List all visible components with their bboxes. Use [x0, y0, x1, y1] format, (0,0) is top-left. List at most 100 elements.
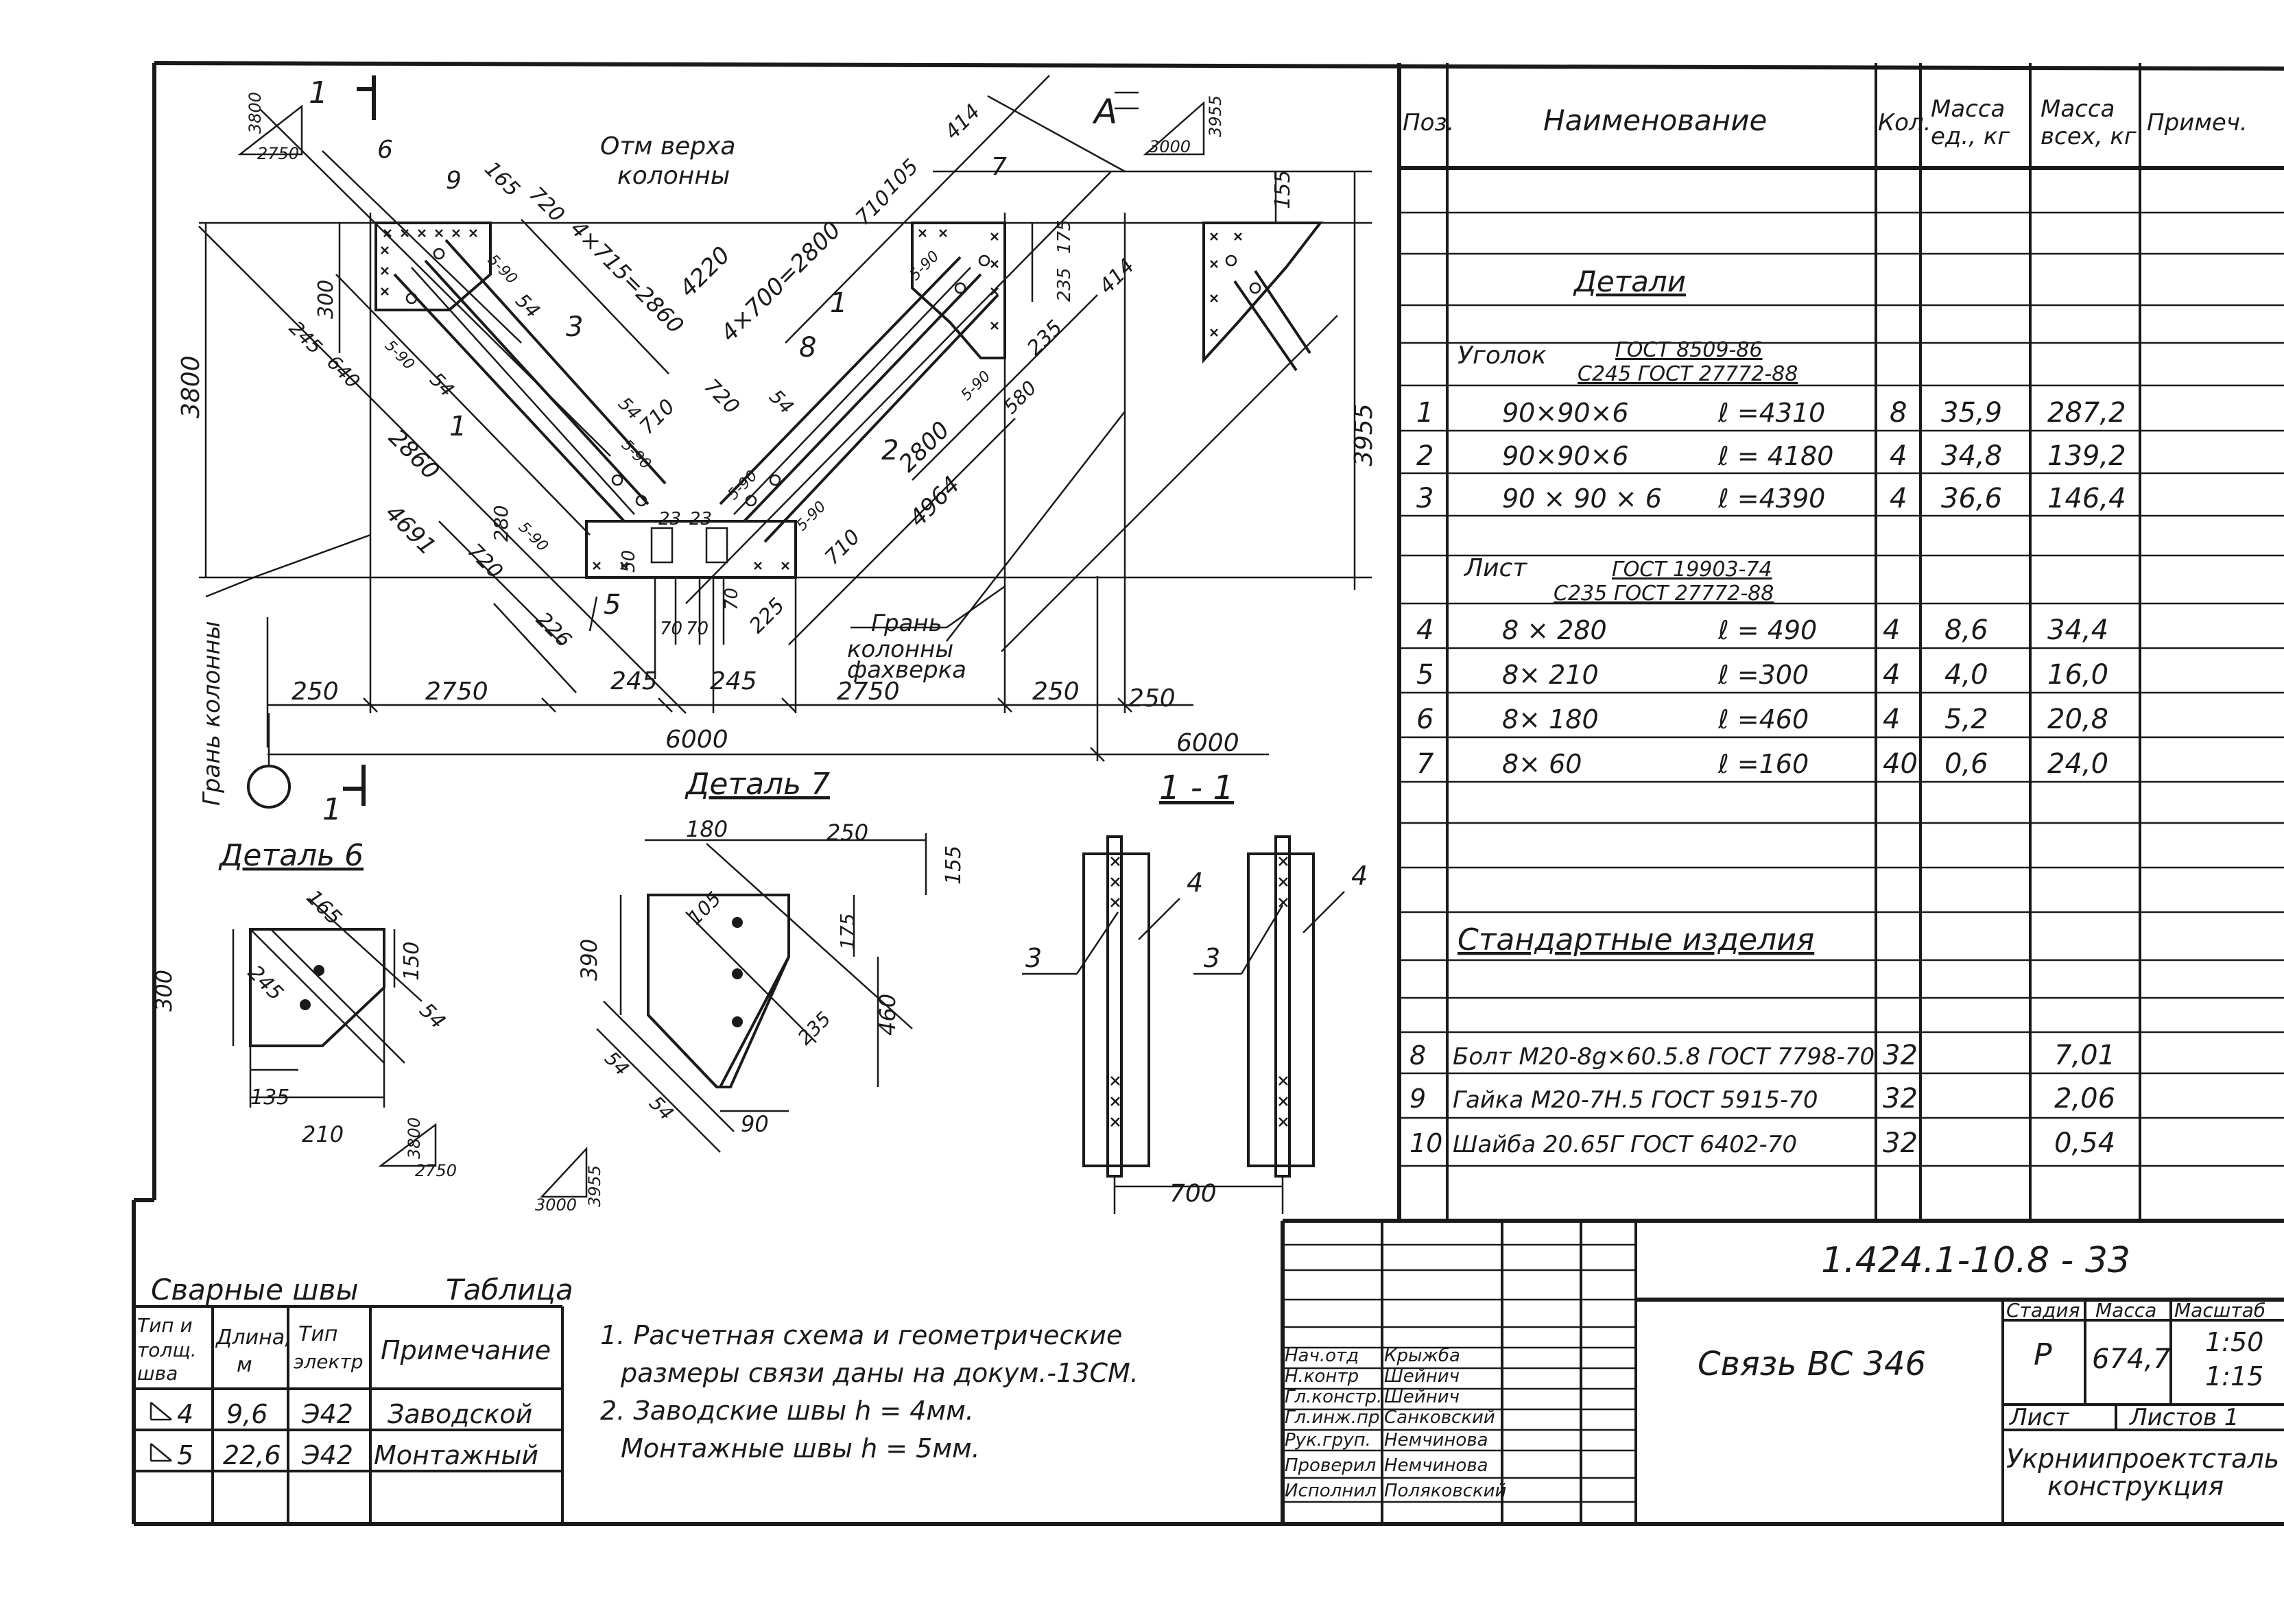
- section-mark-label-bottom: 1: [322, 792, 342, 827]
- dim-720b: 720: [699, 374, 744, 419]
- section-pos-3b: 3: [1204, 943, 1220, 973]
- spec-sheet-length: ℓ = 490: [1717, 615, 1817, 645]
- note-1: 1. Расчетная схема и геометрические: [600, 1320, 1122, 1350]
- tb-mass-label: Масса: [2095, 1299, 2156, 1322]
- detail7-title: Деталь 7: [685, 767, 830, 802]
- spec-details-title: Детали: [1573, 265, 1686, 298]
- spec-sheet-mass-unit: 4,0: [1944, 659, 1988, 691]
- bottom-dim-245a: 245: [610, 667, 658, 695]
- dim-2800: 2800: [894, 416, 955, 477]
- spec-header-mass-unit-2: ед., кг: [1931, 123, 2010, 150]
- spec-angle-qty: 4: [1890, 440, 1907, 472]
- detail7-dim-54b: 54: [645, 1092, 678, 1125]
- spec-sheet-qty: 4: [1883, 704, 1900, 735]
- spec-header-pos: Поз.: [1403, 109, 1454, 136]
- detail6-title: Деталь 6: [218, 838, 364, 873]
- dim-414a: 414: [940, 99, 985, 144]
- dim-165: 165: [479, 157, 524, 202]
- dim-235a: 235: [1054, 267, 1075, 302]
- detail-6: [232, 898, 437, 1167]
- weld-590-d: 5-90: [515, 519, 551, 556]
- detail7-dim-250: 250: [826, 820, 868, 846]
- welds-h-type-1: Тип и: [137, 1314, 193, 1337]
- spec-sheet-mass-unit: 0,6: [1944, 748, 1988, 780]
- welds-r1-el: Э42: [301, 1399, 353, 1429]
- tb-stage-label: Стадия: [2006, 1299, 2080, 1322]
- pos-1a: 1: [449, 411, 466, 442]
- dim-4x715: 4×715=2860: [565, 215, 689, 339]
- detail7-dim-155: 155: [942, 846, 966, 885]
- tb-scale-1: 1:50: [2205, 1327, 2263, 1357]
- tb-role: Гл.констр.: [1285, 1387, 1382, 1407]
- weld-590-e: 5-90: [725, 467, 761, 503]
- detail7-dim-180: 180: [686, 816, 728, 842]
- welds-r2-note: Монтажный: [374, 1440, 538, 1470]
- spec-std-pos: 10: [1409, 1128, 1442, 1158]
- detail-7: [540, 833, 927, 1198]
- top-mark-line2: колонны: [617, 162, 730, 190]
- spec-std-pos: 9: [1409, 1084, 1426, 1114]
- spec-angle-length: ℓ = 4180: [1717, 441, 1833, 471]
- dim-70c: 70: [722, 588, 742, 610]
- dim-225: 225: [745, 593, 789, 638]
- dim-300: 300: [314, 280, 338, 319]
- spec-std-title: Стандартные изделия: [1458, 922, 1814, 957]
- detail7-dim-175: 175: [836, 914, 859, 950]
- tb-role: Проверил: [1285, 1455, 1376, 1476]
- detail6-slope-h: 2750: [415, 1161, 457, 1180]
- detail6-dim-150: 150: [400, 942, 424, 981]
- detail7-dim-105: 105: [684, 887, 726, 929]
- dim-4220: 4220: [674, 241, 735, 302]
- spec-sheet-mass-all: 24,0: [2047, 748, 2108, 780]
- dim-155: 155: [1271, 170, 1295, 209]
- section-title: 1 - 1: [1159, 769, 1234, 807]
- section-pos-4a: 4: [1187, 868, 1203, 898]
- bolt-holes: [405, 248, 1261, 507]
- slope-right-h: 3000: [1149, 137, 1191, 156]
- spec-std-mass-all: 0,54: [2054, 1127, 2115, 1159]
- pos-9: 9: [446, 167, 462, 195]
- spec-angle-size: 90×90×6: [1502, 398, 1629, 428]
- spec-table-grid: [1399, 63, 2284, 1222]
- welds-r2-len: 22,6: [223, 1440, 281, 1470]
- spec-angle-pos: 3: [1416, 483, 1434, 514]
- slope-left-v: 3800: [246, 92, 265, 134]
- weld-590-f: 5-90: [794, 498, 830, 534]
- welds-r1-note: Заводской: [388, 1399, 532, 1429]
- tb-sheet-label: Лист: [2008, 1404, 2069, 1431]
- spec-sheet-mass-all: 20,8: [2047, 704, 2108, 735]
- slope-left-h: 2750: [257, 144, 299, 163]
- tb-scale-2: 1:15: [2205, 1361, 2263, 1392]
- spec-sheet-length: ℓ =460: [1717, 704, 1809, 735]
- dim-580: 580: [999, 377, 1041, 418]
- welds-r1-len: 9,6: [226, 1399, 267, 1429]
- spec-std-qty: 32: [1883, 1127, 1918, 1159]
- tb-person: Шейнич: [1384, 1366, 1460, 1387]
- detail7-dim-235: 235: [794, 1007, 835, 1049]
- dim-3800: 3800: [177, 355, 205, 418]
- bottom-dim-250a: 250: [292, 678, 339, 706]
- spec-sheet-length: ℓ =160: [1717, 749, 1809, 779]
- main-elevation: [198, 75, 1372, 809]
- spec-header-mass-unit-1: Масса: [1931, 95, 2005, 123]
- spec-angle-mass-all: 287,2: [2047, 397, 2126, 429]
- spec-header-qty: Кол.: [1878, 109, 1931, 136]
- dim-245: 245: [285, 317, 326, 359]
- gusset-far-right: [1202, 222, 1324, 364]
- dim-710c: 710: [820, 525, 865, 569]
- spec-sheet-mass-unit: 5,2: [1944, 704, 1988, 735]
- axis-centerline-mark: [1115, 91, 1139, 110]
- dim-235b: 235: [1023, 315, 1067, 360]
- detail7-hole-1: [732, 917, 743, 928]
- spec-sheet-qty: 40: [1883, 748, 1918, 780]
- detail7-slope-h: 3000: [535, 1195, 577, 1215]
- dim-23b: 23: [689, 509, 712, 529]
- spec-sheet-mass-all: 34,4: [2047, 614, 2108, 646]
- pos-3: 3: [566, 311, 583, 343]
- tb-role: Н.контр: [1285, 1366, 1359, 1387]
- spec-sheet-length: ℓ =300: [1717, 660, 1809, 690]
- slope-triangle-right: [1143, 101, 1205, 156]
- detail6-dim-245: 245: [243, 961, 287, 1005]
